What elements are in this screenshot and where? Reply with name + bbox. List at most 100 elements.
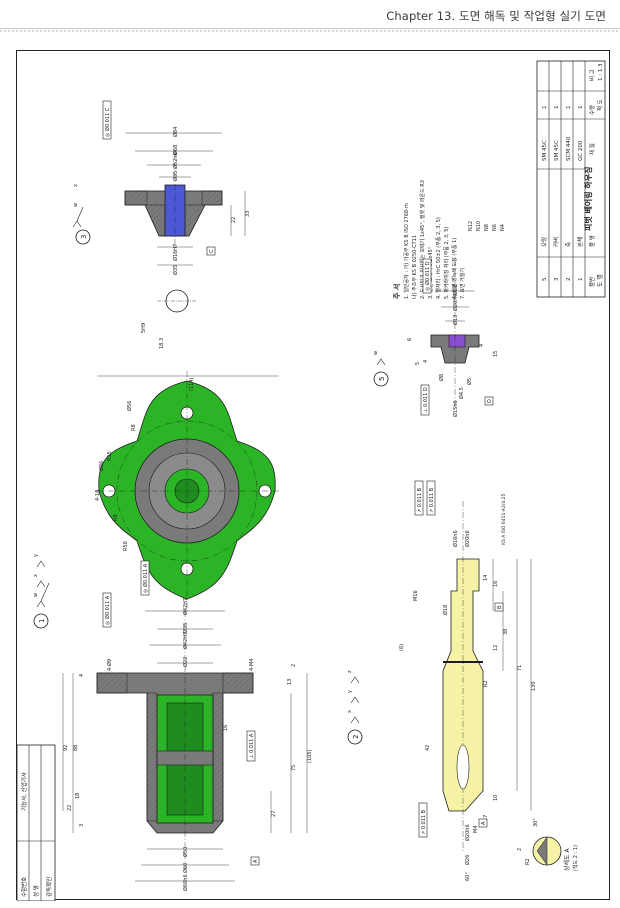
- notes-roughness-3: N8: [484, 224, 490, 231]
- p1p-dim-r15: R15: [107, 451, 113, 461]
- approval-box: 수험번호 성 명 감독확인 기능사, 산업기사: [16, 744, 56, 902]
- drawing-canvas: 5 오링 SM 45C 1 3 커버 SM 45C 1 2 축 SCM 440 …: [16, 60, 606, 902]
- tb-row1-no: 1: [578, 278, 584, 282]
- tb-header-material: 재 질: [588, 143, 596, 155]
- p5-gdt-d: ◎ Ø0.011 D: [424, 261, 431, 291]
- p1p-dim-56: Ø56: [126, 401, 133, 411]
- p1-dim-18: 18: [75, 793, 81, 799]
- p2-center-note: KS A ISO 6411-A2/4.25: [501, 494, 507, 545]
- approval-label-check: 감독확인: [45, 877, 53, 897]
- p5-dim-13: Ø13: [452, 315, 459, 325]
- p3-dim-22: 22: [231, 217, 237, 223]
- p5-dim-5b: 5: [415, 362, 421, 365]
- drawing-sheet: 5 오링 SM 45C 1 3 커버 SM 45C 1 2 축 SCM 440 …: [16, 50, 610, 902]
- p1-gdt-a: ◎ Ø0.011 A: [104, 595, 111, 625]
- p2-gdt-c: ↗ 0.011 B: [429, 487, 435, 513]
- p1-rough-y: y: [33, 554, 39, 557]
- detail-a: R2 2 30° 상세도 A (척도 2 : 1): [517, 818, 579, 871]
- notes-line-7: 6. 외면 명녹색 도장 (부품 1): [451, 238, 458, 299]
- p2-dim-42: 42: [425, 745, 431, 751]
- p5-rough-w: w: [373, 351, 379, 355]
- p3-dim-52: Ø52h6: [172, 152, 179, 169]
- p5-dim-5: Ø5: [466, 378, 473, 385]
- approval-label-name: 성 명: [32, 885, 40, 897]
- p1-dim-22b: 22: [67, 805, 73, 811]
- tb-row3-no: 3: [554, 277, 560, 281]
- p1-dim-75: 75: [291, 765, 297, 771]
- p3-dim-16h7: Ø16H7: [172, 244, 179, 261]
- notes-line-3: 2. 도시되고 지시없는 모떼기 1x45°, 필렛 및 라운드 R3: [419, 180, 426, 299]
- p1-dim-27: 27: [271, 811, 277, 817]
- part5-ring: Ø28 Ø20H7 Ø13 Ø8 Ø15h6 Ø5 Ø4.5 6 4 15 4 …: [373, 257, 499, 417]
- header-rule: [0, 28, 620, 29]
- p1-dim-22: Ø22: [182, 657, 189, 667]
- tb-row3-name: 커버: [552, 237, 560, 247]
- notes-roughness-4: N6: [492, 224, 498, 231]
- title-block: 5 오링 SM 45C 1 3 커버 SM 45C 1 2 축 SCM 440 …: [536, 60, 606, 298]
- part5-balloon-no: 5: [378, 377, 386, 381]
- p3-dim-35: Ø35: [172, 171, 179, 181]
- p1-gdt-b: ◎ Ø0.011 A: [142, 563, 149, 593]
- p1-dim-16: 16: [223, 725, 229, 731]
- tb-row1-mat: GC 200: [578, 140, 584, 161]
- p1-datum-a: A: [253, 859, 259, 863]
- part2-datum-a-marker: A: [478, 818, 488, 828]
- p2-dim-16h6: Ø16h6: [452, 530, 459, 547]
- p5-dim-15: 15: [493, 351, 499, 357]
- notes-line-1: 1. 일반공차 : 가) 가공부 KS B ISO 2768-m: [403, 203, 410, 299]
- tb-header-qty: 수량: [589, 105, 596, 115]
- p2-datum-b: B: [497, 605, 503, 609]
- p1-rough-w: w: [33, 593, 39, 597]
- notes-line-6: 5. 파커라이징 처리 (부품 2, 3, 5): [443, 227, 450, 299]
- p3-datum-c: C: [209, 249, 215, 253]
- p5-dim-15h6: Ø15h6: [452, 400, 459, 417]
- p2-dim-60deg: 60°: [465, 872, 471, 881]
- notes-roughness-2: N10: [476, 221, 482, 231]
- tb-row2-mat: SCM 440: [566, 136, 572, 161]
- approval-label-exam-no: 수험번호: [20, 877, 28, 897]
- p1-dim-42h7b: Ø42H7: [182, 598, 189, 615]
- tb-row2-name: 축: [564, 242, 572, 247]
- notes-roughness-1: N12: [468, 221, 474, 231]
- p3-dim-84: Ø84: [172, 127, 179, 137]
- tb-scale-label: 척 도: [596, 99, 604, 111]
- p5-dim-28: Ø28: [452, 285, 459, 295]
- p2-gdt-b: ↗ 0.011 B: [417, 487, 423, 513]
- p2-dim-12: 12: [493, 645, 499, 651]
- p2-rough-z: z: [347, 670, 353, 673]
- p5-dim-8: Ø8: [438, 374, 445, 381]
- p5-dim-4: 4: [479, 344, 485, 347]
- p2-dim-71: 71: [517, 665, 523, 671]
- p1p-dim-r50: R50: [123, 541, 129, 551]
- p1-gdt-c: ⊥ 0.011 A: [249, 733, 255, 759]
- notes-line-8: 7. 표면 거칠기: [459, 268, 466, 299]
- p1p-dim-114: (114): [189, 378, 195, 391]
- p1p-dim-r8b: R8: [113, 514, 119, 521]
- detail-dim-30: 30°: [533, 818, 539, 827]
- part5-purple: [448, 334, 466, 348]
- tb-header-no: 품번: [588, 277, 596, 287]
- tb-scale: 1 : 1: [598, 69, 604, 81]
- p2-dim-6: (6): [399, 644, 405, 651]
- p5-dim-6: 6: [407, 338, 413, 341]
- notes-line-2: 나) 주조부 KS B 0250-CT11: [411, 235, 418, 299]
- p5-gdt-e: ⊥ 0.011 D: [423, 387, 429, 413]
- part1-plan-view: (114) 4-18 R8 R50 R8 Ø86 Ø56 R15: [95, 371, 279, 611]
- tb-header-note: 비 고: [588, 69, 596, 81]
- tb-drawing-label: 도 명: [596, 274, 604, 287]
- page-header: Chapter 13. 도면 해독 및 작업형 실기 도면: [0, 0, 620, 36]
- part3-balloon-no: 3: [80, 235, 88, 239]
- p3-rough-x: x: [73, 184, 79, 187]
- p2-dim-38: 38: [503, 629, 509, 635]
- p1-dim-3: 3: [79, 824, 85, 827]
- header-dots: [0, 30, 620, 32]
- tb-row5-qty: 1: [542, 106, 548, 110]
- tb-row3-mat: SM 45C: [554, 140, 560, 161]
- notes-block: 주 서 1. 일반공차 : 가) 가공부 KS B ISO 2768-m 나) …: [392, 180, 506, 299]
- tb-row5-mat: SM 45C: [542, 140, 548, 161]
- p3-dim-33: 33: [245, 211, 251, 217]
- p1-dim-105: (105): [307, 750, 313, 763]
- part2-balloon: [347, 729, 363, 745]
- p1-dim-13: 13: [287, 679, 293, 685]
- part1-balloon-no: 1: [38, 619, 46, 623]
